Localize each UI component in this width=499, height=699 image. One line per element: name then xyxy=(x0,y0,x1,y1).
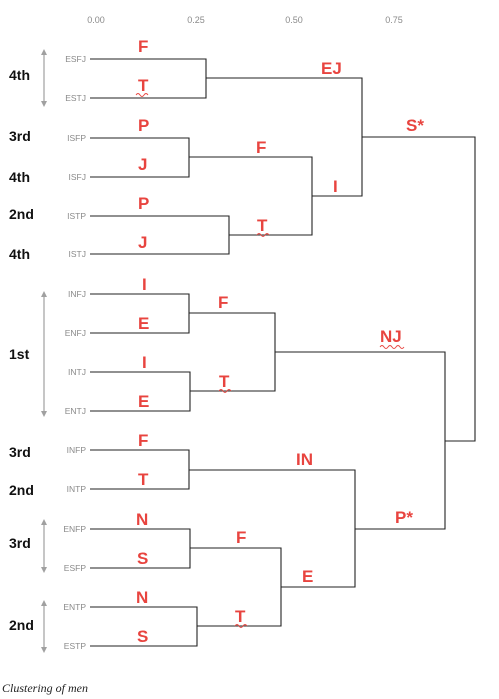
trait-letter: S xyxy=(137,549,148,568)
trait-letters: F T P J P J I E I E F T N S N S xyxy=(136,37,149,646)
branch-label-nj: NJ xyxy=(380,327,402,346)
axis-tick-0: 0.00 xyxy=(87,15,105,25)
branch-label-in: IN xyxy=(296,450,313,469)
leaf-infp: INFP xyxy=(67,445,87,455)
leaf-intj: INTJ xyxy=(68,367,86,377)
rank-label: 3rd xyxy=(9,128,31,144)
leaf-infj: INFJ xyxy=(68,289,86,299)
rank-label: 4th xyxy=(9,67,30,83)
tree-branches xyxy=(90,58,476,647)
rank-label: 3rd xyxy=(9,535,31,551)
bracket-entp-estp xyxy=(41,600,47,653)
leaf-estp: ESTP xyxy=(64,641,87,651)
leaf-isfj: ISFJ xyxy=(69,172,86,182)
branch-nj-f-t xyxy=(189,312,276,392)
trait-letter: T xyxy=(138,76,149,95)
trait-letter: F xyxy=(138,431,148,450)
squiggle-t xyxy=(135,93,149,97)
rank-label: 2nd xyxy=(9,617,34,633)
branch-label-t: T xyxy=(235,607,246,626)
trait-letter: N xyxy=(136,588,148,607)
branch-label-i: I xyxy=(333,177,338,196)
leaf-enfp: ENFP xyxy=(63,524,86,534)
leaf-estj: ESTJ xyxy=(65,93,86,103)
rank-label: 3rd xyxy=(9,444,31,460)
trait-letter: P xyxy=(138,116,149,135)
branch-label-e: E xyxy=(302,567,313,586)
group-brackets xyxy=(41,49,47,653)
trait-letter: I xyxy=(142,275,147,294)
trait-letter: E xyxy=(138,314,149,333)
rank-labels: 4th 3rd 4th 2nd 4th 1st 3rd 2nd 3rd 2nd xyxy=(9,67,34,633)
trait-letter: F xyxy=(138,37,148,56)
rank-label: 2nd xyxy=(9,206,34,222)
branch-label-f: F xyxy=(256,138,266,157)
trait-letter: S xyxy=(137,627,148,646)
trait-letter: P xyxy=(138,194,149,213)
trait-letter: J xyxy=(138,233,147,252)
bracket-nj-group xyxy=(41,291,47,417)
leaf-istj: ISTJ xyxy=(69,249,86,259)
rank-label: 2nd xyxy=(9,482,34,498)
leaf-enfj: ENFJ xyxy=(65,328,86,338)
branch-istp-istj xyxy=(90,215,230,255)
rank-label: 4th xyxy=(9,169,30,185)
leaf-istp: ISTP xyxy=(67,211,86,221)
axis-tick-2: 0.50 xyxy=(285,15,303,25)
branch-label-f: F xyxy=(218,293,228,312)
branch-istp-istj-merge xyxy=(189,156,313,236)
rank-label: 4th xyxy=(9,246,30,262)
leaf-entj: ENTJ xyxy=(65,406,86,416)
leaf-esfj: ESFJ xyxy=(65,54,86,64)
trait-letter: E xyxy=(138,392,149,411)
axis-tick-1: 0.25 xyxy=(187,15,205,25)
trait-letter: J xyxy=(138,155,147,174)
squiggle-t xyxy=(218,389,232,393)
branch-label-ej: EJ xyxy=(321,59,342,78)
trait-letter: T xyxy=(138,470,149,489)
axis-top: 0.00 0.25 0.50 0.75 xyxy=(87,15,403,25)
branch-label-s-star: S* xyxy=(406,116,424,135)
leaf-isfp: ISFP xyxy=(67,133,86,143)
branch-p xyxy=(275,351,446,530)
branch-labels: EJ S* F I T F NJ T IN P* F E T xyxy=(218,59,424,626)
branch-label-t: T xyxy=(257,216,268,235)
branch-label-f: F xyxy=(236,528,246,547)
squiggle-t xyxy=(234,624,248,628)
bracket-esfj-estj xyxy=(41,49,47,107)
leaf-labels: ESFJ ESTJ ISFP ISFJ ISTP ISTJ INFJ ENFJ … xyxy=(63,54,86,651)
branch-ej-i xyxy=(206,77,363,197)
branch-label-p-star: P* xyxy=(395,508,413,527)
branch-label-t: T xyxy=(219,372,230,391)
bracket-enfp-esfp xyxy=(41,519,47,573)
rank-label: 1st xyxy=(9,346,30,362)
figure-caption: Clustering of men xyxy=(2,681,88,695)
squiggle-t xyxy=(256,233,270,237)
trait-letter: N xyxy=(136,510,148,529)
trait-letter: I xyxy=(142,353,147,372)
branch-root xyxy=(362,136,476,442)
leaf-esfp: ESFP xyxy=(64,563,87,573)
leaf-intp: INTP xyxy=(67,484,87,494)
leaf-entp: ENTP xyxy=(63,602,86,612)
axis-tick-3: 0.75 xyxy=(385,15,403,25)
squiggle-nj xyxy=(379,345,405,349)
branch-in-e xyxy=(189,469,356,588)
squiggles xyxy=(135,93,405,628)
